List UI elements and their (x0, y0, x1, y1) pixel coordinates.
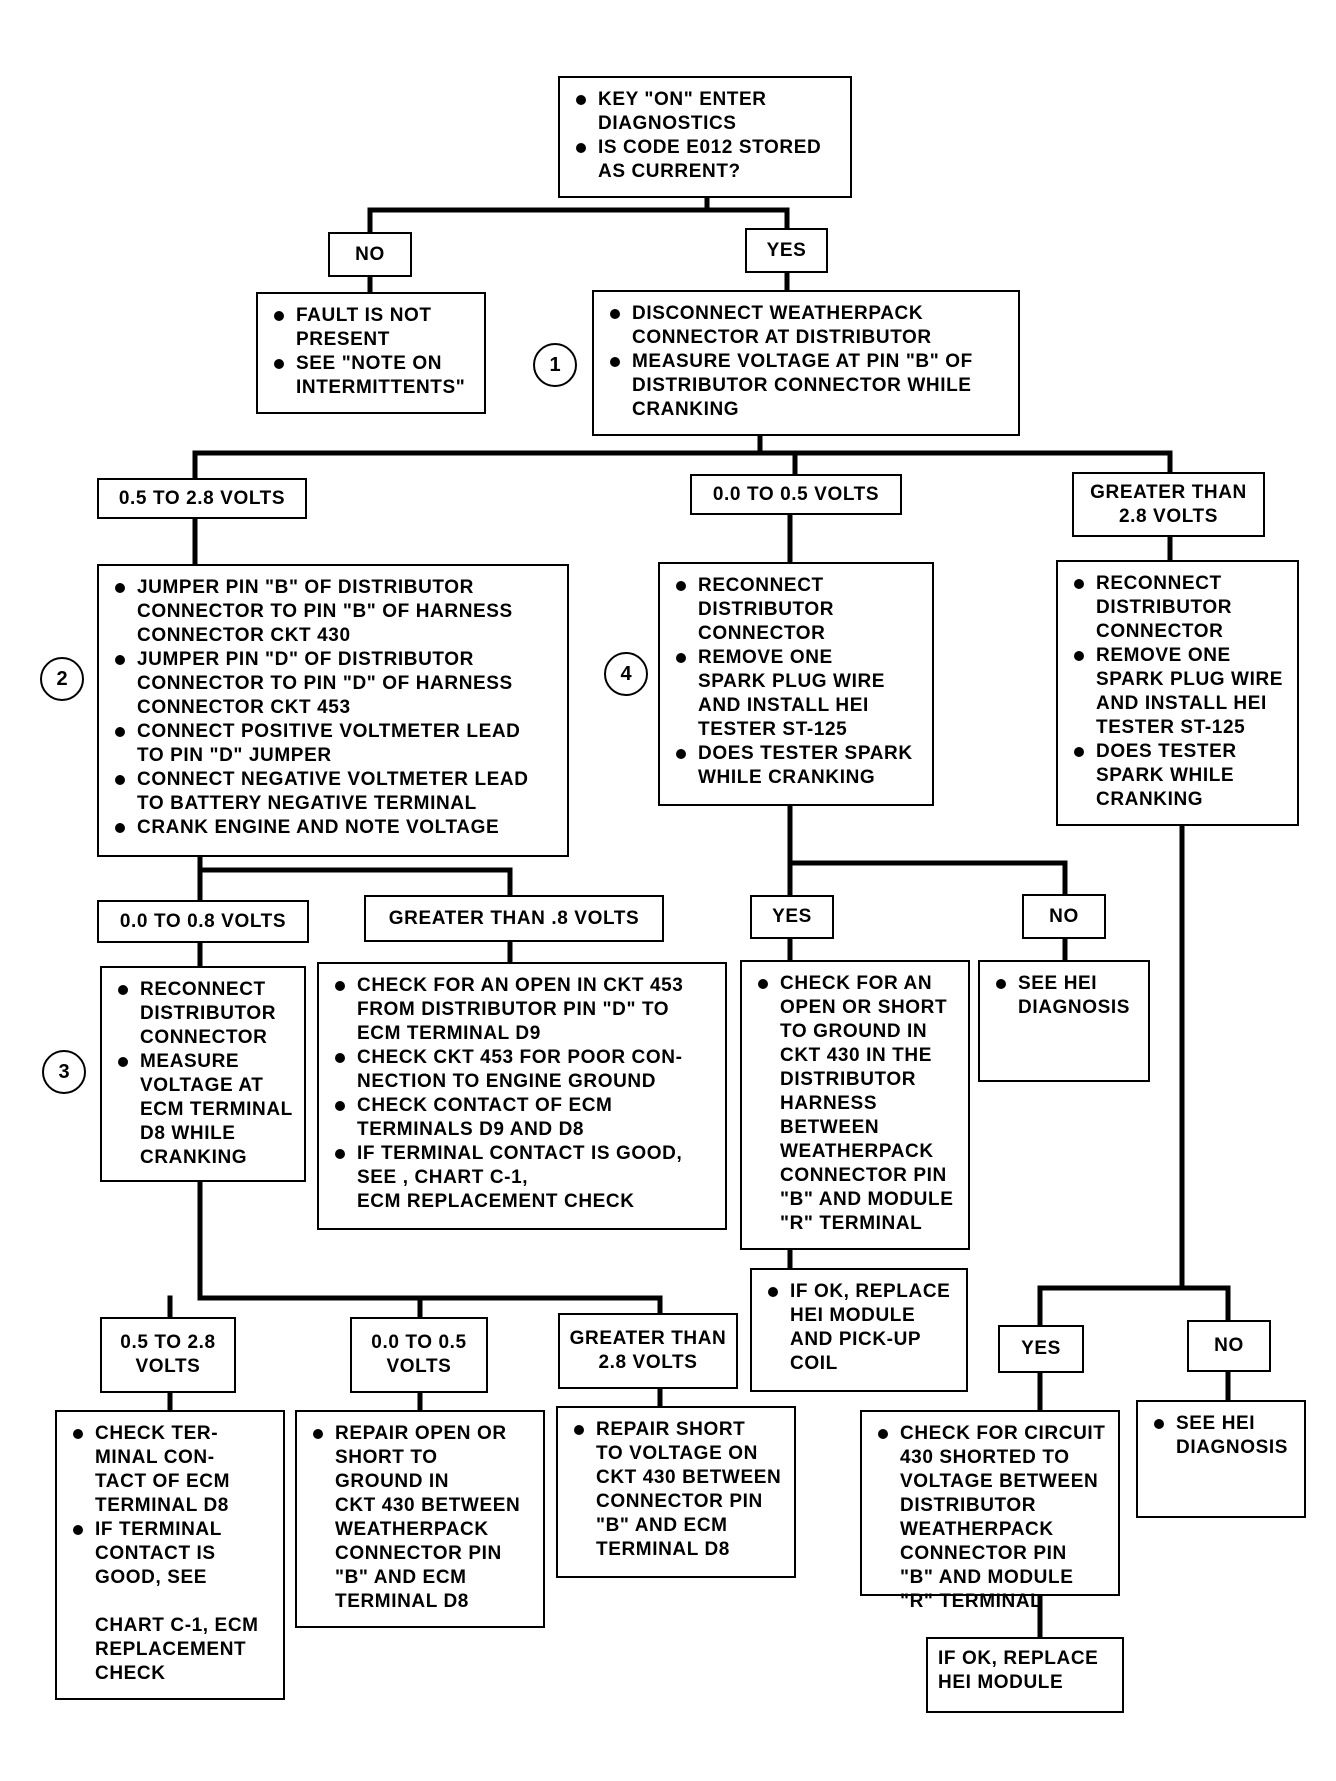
yes1-label: YES (745, 228, 828, 273)
step4-item: REMOVE ONE SPARK PLUG WIRE AND INSTALL H… (670, 646, 924, 742)
s4-yes-item: CHECK FOR AN OPEN OR SHORT TO GROUND IN … (752, 972, 960, 1236)
r-yes-label: YES (998, 1325, 1084, 1373)
step2-item: JUMPER PIN "B" OF DISTRIBUTOR CONNECTOR … (109, 576, 559, 648)
s3c-item: REPAIR SHORT TO VOLTAGE ON CKT 430 BETWE… (568, 1418, 786, 1562)
r-yes-result: CHECK FOR CIRCUIT 430 SHORTED TO VOLTAGE… (860, 1410, 1120, 1612)
start-node: KEY "ON" ENTER DIAGNOSTICS IS CODE E012 … (558, 76, 852, 198)
right-test-item: RECONNECT DISTRIBUTOR CONNECTOR (1068, 572, 1289, 644)
v1-label: 0.5 TO 2.8 VOLTS (97, 478, 307, 519)
s4-no-item: SEE HEI DIAGNOSIS (990, 972, 1140, 1020)
r-yes-ok: IF OK, REPLACE HEI MODULE (926, 1637, 1124, 1713)
right-test-node: RECONNECT DISTRIBUTOR CONNECTOR REMOVE O… (1056, 560, 1299, 826)
r-yes-item: CHECK FOR CIRCUIT 430 SHORTED TO VOLTAGE… (872, 1422, 1110, 1614)
s2b-label: GREATER THAN .8 VOLTS (364, 895, 664, 942)
step4-item: DOES TESTER SPARK WHILE CRANKING (670, 742, 924, 790)
gt08-result: CHECK FOR AN OPEN IN CKT 453 FROM DISTRI… (317, 962, 727, 1230)
right-test-item: DOES TESTER SPARK WHILE CRANKING (1068, 740, 1289, 812)
s3a-result: CHECK TER- MINAL CON- TACT OF ECM TERMIN… (55, 1410, 285, 1700)
s3a-label: 0.5 TO 2.8 VOLTS (100, 1317, 236, 1393)
s3a-item: IF TERMINAL CONTACT IS GOOD, SEE CHART C… (67, 1518, 275, 1686)
s3b-result: REPAIR OPEN OR SHORT TO GROUND IN CKT 43… (295, 1410, 545, 1628)
gt08-item: CHECK CONTACT OF ECM TERMINALS D9 AND D8 (329, 1094, 717, 1142)
r-no-label: NO (1187, 1320, 1271, 1372)
step2-item: CONNECT NEGATIVE VOLTMETER LEAD TO BATTE… (109, 768, 559, 816)
s3b-item: REPAIR OPEN OR SHORT TO GROUND IN CKT 43… (307, 1422, 535, 1614)
s3c-result: REPAIR SHORT TO VOLTAGE ON CKT 430 BETWE… (556, 1406, 796, 1578)
step2-item: JUMPER PIN "D" OF DISTRIBUTOR CONNECTOR … (109, 648, 559, 720)
step2-node: JUMPER PIN "B" OF DISTRIBUTOR CONNECTOR … (97, 564, 569, 857)
v3-label: GREATER THAN 2.8 VOLTS (1072, 472, 1265, 537)
step-marker-4: 4 (604, 652, 648, 696)
s4-yes-ok-item: IF OK, REPLACE HEI MODULE AND PICK-UP CO… (762, 1280, 958, 1376)
s3a-item: CHECK TER- MINAL CON- TACT OF ECM TERMIN… (67, 1422, 275, 1518)
r-no-result: SEE HEI DIAGNOSIS (1136, 1400, 1306, 1518)
v2-label: 0.0 TO 0.5 VOLTS (690, 474, 902, 515)
step2-item: CONNECT POSITIVE VOLTMETER LEAD TO PIN "… (109, 720, 559, 768)
step-marker-1: 1 (533, 343, 577, 387)
s3c-label: GREATER THAN 2.8 VOLTS (558, 1313, 738, 1389)
s4-yes-result: CHECK FOR AN OPEN OR SHORT TO GROUND IN … (740, 960, 970, 1250)
gt08-item: IF TERMINAL CONTACT IS GOOD, SEE , CHART… (329, 1142, 717, 1214)
step4-node: RECONNECT DISTRIBUTOR CONNECTOR REMOVE O… (658, 562, 934, 806)
s4-no-label: NO (1022, 894, 1106, 939)
s2a-label: 0.0 TO 0.8 VOLTS (97, 900, 309, 943)
no1-label: NO (328, 232, 412, 277)
step4-item: RECONNECT DISTRIBUTOR CONNECTOR (670, 574, 924, 646)
step1-node: DISCONNECT WEATHERPACK CONNECTOR AT DIST… (592, 290, 1020, 436)
result-item: SEE "NOTE ON INTERMITTENTS" (268, 352, 476, 400)
s4-yes-label: YES (750, 895, 834, 939)
step1-item: DISCONNECT WEATHERPACK CONNECTOR AT DIST… (604, 302, 1010, 350)
s3b-label: 0.0 TO 0.5 VOLTS (350, 1317, 488, 1393)
gt08-item: CHECK FOR AN OPEN IN CKT 453 FROM DISTRI… (329, 974, 717, 1046)
start-item: IS CODE E012 STORED AS CURRENT? (570, 136, 842, 184)
step2-item: CRANK ENGINE AND NOTE VOLTAGE (109, 816, 559, 840)
step3-node: RECONNECT DISTRIBUTOR CONNECTOR MEASURE … (100, 966, 306, 1182)
right-test-item: REMOVE ONE SPARK PLUG WIRE AND INSTALL H… (1068, 644, 1289, 740)
step3-item: RECONNECT DISTRIBUTOR CONNECTOR (112, 978, 296, 1050)
no1-result: FAULT IS NOT PRESENT SEE "NOTE ON INTERM… (256, 292, 486, 414)
s4-yes-ok: IF OK, REPLACE HEI MODULE AND PICK-UP CO… (750, 1268, 968, 1392)
start-item: KEY "ON" ENTER DIAGNOSTICS (570, 88, 842, 136)
step1-item: MEASURE VOLTAGE AT PIN "B" OF DISTRIBUTO… (604, 350, 1010, 422)
step-marker-2: 2 (40, 657, 84, 701)
r-no-item: SEE HEI DIAGNOSIS (1148, 1412, 1296, 1460)
result-item: FAULT IS NOT PRESENT (268, 304, 476, 352)
s4-no-result: SEE HEI DIAGNOSIS (978, 960, 1150, 1082)
step-marker-3: 3 (42, 1050, 86, 1094)
gt08-item: CHECK CKT 453 FOR POOR CON- NECTION TO E… (329, 1046, 717, 1094)
step3-item: MEASURE VOLTAGE AT ECM TERMINAL D8 WHILE… (112, 1050, 296, 1170)
